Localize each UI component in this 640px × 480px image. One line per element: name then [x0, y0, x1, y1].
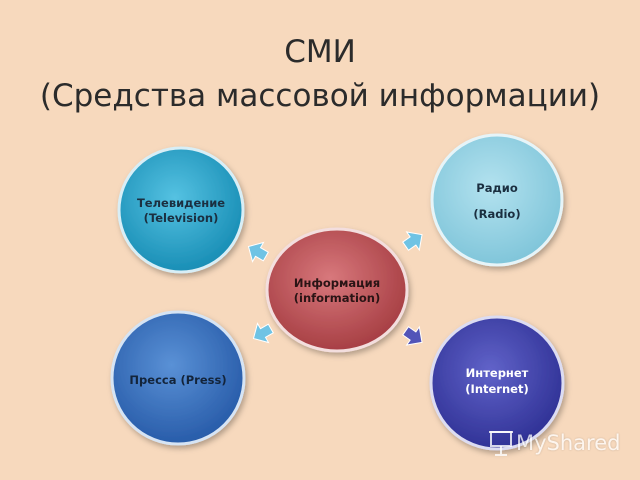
press-circle — [110, 310, 246, 446]
television-label-line-1: Телевидение — [137, 196, 225, 210]
arrow-to-internet — [402, 325, 423, 346]
arrow-to-radio — [402, 231, 423, 252]
television-label-line-2: (Television) — [144, 211, 219, 225]
node-internet: Интернет (Internet) — [429, 315, 565, 451]
internet-label-line-1: Интернет — [466, 366, 529, 380]
information-circle — [265, 227, 409, 353]
title-line-2: (Средства массовой информации) — [39, 78, 601, 114]
internet-label-line-2: (Internet) — [465, 382, 528, 396]
radio-circle — [430, 133, 564, 267]
press-label-line-1: Пресса (Press) — [129, 373, 226, 387]
node-television: Телевидение (Television) — [117, 146, 245, 274]
node-radio: Радио (Radio) — [430, 133, 564, 267]
information-label-line-1: Информация — [294, 276, 380, 290]
radio-label-line-1: Радио — [476, 181, 518, 195]
presentation-board-icon — [489, 431, 513, 456]
watermark-text: MyShared — [516, 431, 621, 455]
radio-label-line-2: (Radio) — [473, 207, 520, 221]
arrow-to-press — [252, 322, 274, 344]
node-press: Пресса (Press) — [110, 310, 246, 446]
internet-circle — [429, 315, 565, 451]
slide-title: СМИ (Средства массовой информации) — [0, 30, 640, 118]
myshared-watermark: MyShared — [488, 428, 628, 458]
information-label-line-2: (information) — [294, 291, 381, 305]
title-line-1: СМИ — [284, 34, 356, 70]
arrow-to-television — [247, 241, 269, 263]
television-circle — [117, 146, 245, 274]
node-information: Информация (information) — [265, 227, 409, 353]
